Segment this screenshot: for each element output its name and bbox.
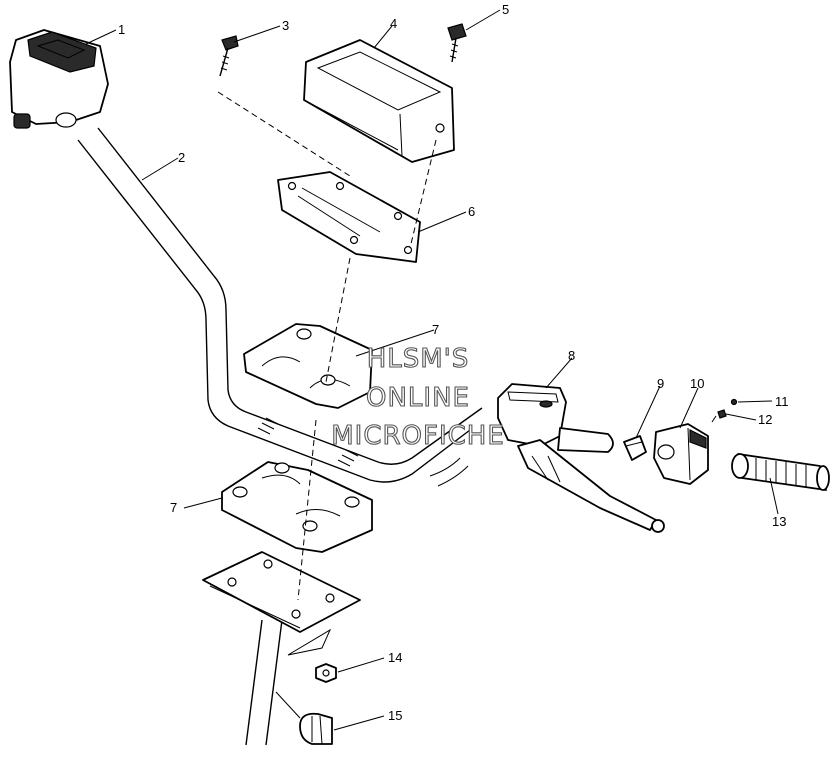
watermark-line-3: MICROFICHE xyxy=(331,421,505,451)
callout-10: 10 xyxy=(690,376,704,391)
callout-8: 8 xyxy=(568,348,575,363)
callout-2: 2 xyxy=(178,150,185,165)
callout-labels: 1 2 3 4 5 6 7 7 8 9 10 11 12 13 14 15 xyxy=(118,2,789,723)
watermark: HLSM'S ONLINE MICROFICHE xyxy=(331,343,505,451)
callout-9: 9 xyxy=(657,376,664,391)
hose-clamp xyxy=(299,712,333,745)
upper-handlebar-clamp xyxy=(243,323,373,409)
leader-lines xyxy=(85,9,779,731)
callout-3: 3 xyxy=(282,18,289,33)
bolt-5 xyxy=(447,23,467,63)
callout-11: 11 xyxy=(775,394,789,409)
callout-14: 14 xyxy=(388,650,402,665)
callout-4: 4 xyxy=(390,16,397,31)
handlebar-cover-plate xyxy=(277,171,421,263)
bolt-3 xyxy=(219,35,239,77)
callout-5: 5 xyxy=(502,2,509,17)
callout-12: 12 xyxy=(758,412,772,427)
callout-6: 6 xyxy=(468,204,475,219)
nut xyxy=(315,663,337,683)
handlebar-tube xyxy=(77,127,483,487)
switch-housing xyxy=(653,423,709,485)
alignment-lines xyxy=(217,91,437,601)
steering-shaft xyxy=(245,619,332,746)
callout-7-lower: 7 xyxy=(170,500,177,515)
screw-12 xyxy=(711,409,727,423)
screw-11 xyxy=(730,398,738,406)
handlebar-cover xyxy=(303,39,455,163)
callout-15: 15 xyxy=(388,708,402,723)
watermark-line-2: ONLINE xyxy=(366,383,470,413)
callout-7-upper: 7 xyxy=(432,322,439,337)
handlebar-base-plate xyxy=(202,551,361,633)
grip-collar xyxy=(623,435,647,461)
brake-master-cylinder xyxy=(497,383,665,533)
callout-1: 1 xyxy=(118,22,125,37)
callout-13: 13 xyxy=(772,514,786,529)
throttle-housing xyxy=(9,29,109,129)
hand-grip xyxy=(731,453,830,491)
watermark-line-1: HLSM'S xyxy=(367,344,470,374)
lower-handlebar-clamp xyxy=(221,461,373,553)
